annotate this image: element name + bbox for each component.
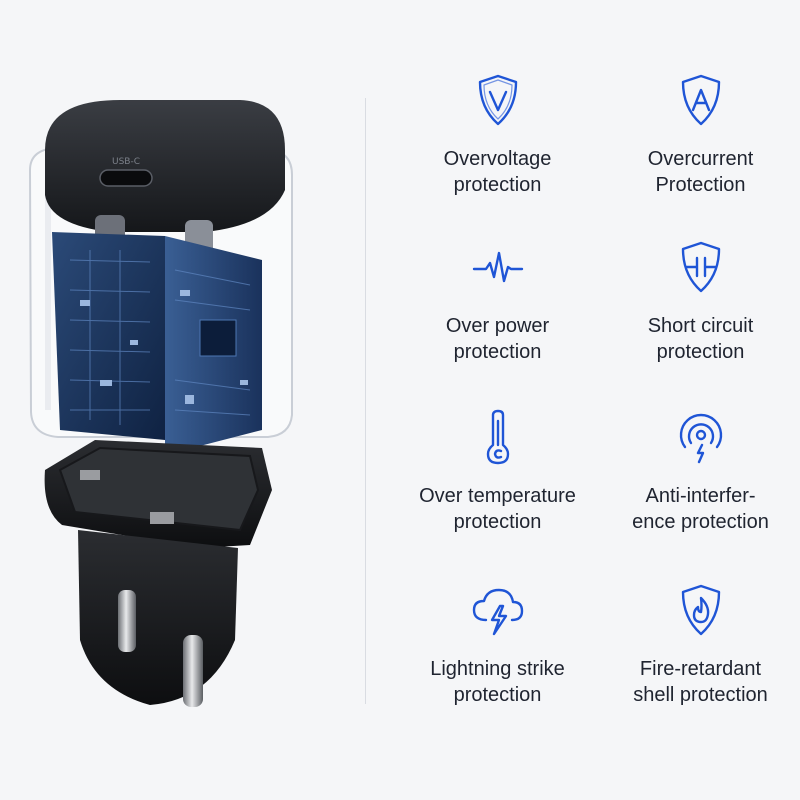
feature-label: Short circuit protection [647, 315, 754, 363]
feature-overvoltage: Overvoltage protection [395, 60, 600, 220]
signal-icon [671, 407, 731, 467]
feature-over-power: Over power protection [395, 227, 600, 387]
feature-label: Over temperature protection [419, 485, 576, 533]
usb-c-label: USB-C [112, 157, 140, 167]
feature-label: Anti-interfer- ence protection [632, 485, 769, 533]
shield-v-icon [468, 70, 528, 130]
shield-a-icon [671, 70, 731, 130]
feature-anti-interference: Anti-interfer- ence protection [598, 397, 800, 557]
storm-cloud-icon [468, 580, 528, 640]
feature-fire-retardant: Fire-retardant shell protection [598, 570, 800, 730]
shield-circuit-icon [671, 237, 731, 297]
charger-illustration: USB-C [0, 0, 360, 800]
feature-label: Overvoltage protection [443, 148, 552, 196]
feature-label: Lightning strike protection [430, 658, 565, 706]
feature-lightning-strike: Lightning strike protection [395, 570, 600, 730]
thermometer-icon [468, 407, 528, 467]
feature-over-temperature: Over temperature protection [395, 397, 600, 557]
feature-label: Fire-retardant shell protection [633, 658, 768, 706]
feature-grid: Overvoltage protection Overcurrent Prote… [395, 60, 800, 740]
shield-flame-icon [671, 580, 731, 640]
feature-short-circuit: Short circuit protection [598, 227, 800, 387]
feature-label: Overcurrent Protection [647, 148, 754, 196]
feature-label: Over power protection [445, 315, 550, 363]
vertical-divider [365, 98, 366, 704]
pulse-icon [468, 237, 528, 297]
feature-overcurrent: Overcurrent Protection [598, 60, 800, 220]
